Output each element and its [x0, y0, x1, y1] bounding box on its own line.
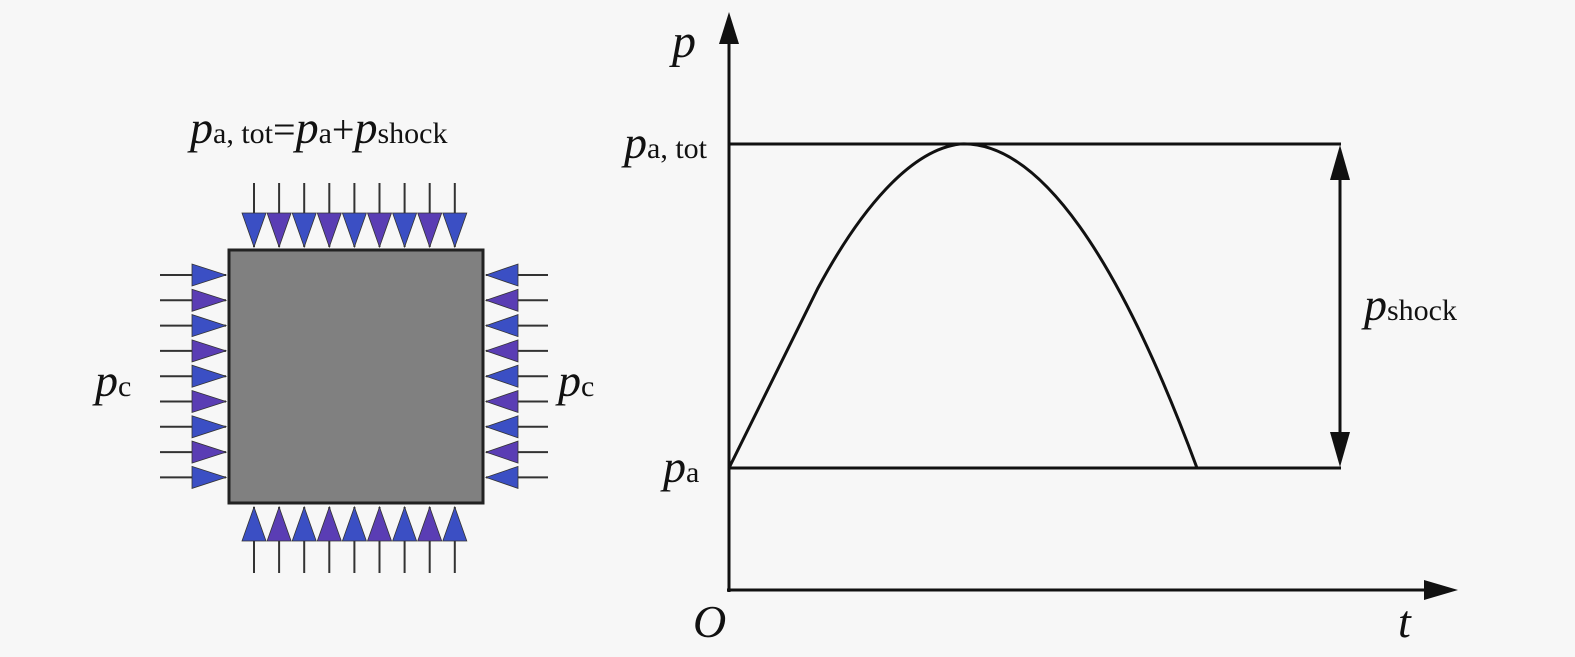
left-arrow-icon	[191, 364, 228, 388]
confining-pressure-label-left: pc	[92, 355, 131, 406]
shock-up-arrow-icon	[1330, 145, 1350, 180]
left-arrow-icon	[191, 415, 228, 439]
left-arrow-icon	[191, 389, 228, 414]
right-arrow-icon	[484, 415, 519, 439]
bottom-arrow-icon	[241, 505, 267, 542]
top-arrow-icon	[316, 212, 342, 249]
total-pressure-formula: pa, tot=pa+pshock	[187, 102, 447, 153]
confining-pressure-label-right: pc	[555, 355, 594, 406]
top-arrow-icon	[417, 212, 443, 249]
pressure-curve	[727, 142, 1199, 469]
right-arrow-icon	[484, 465, 519, 489]
y-axis-arrow-icon	[719, 12, 739, 44]
top-arrow-icon	[442, 212, 468, 249]
specimen-block	[227, 248, 485, 505]
bottom-arrow-icon	[341, 505, 367, 542]
right-arrow-icon	[484, 440, 519, 464]
top-arrow-icon	[241, 212, 267, 249]
right-arrow-icon	[484, 364, 519, 388]
left-arrow-icon	[191, 440, 228, 464]
level-high-label: pa, tot	[621, 117, 708, 168]
x-axis-arrow-icon	[1424, 580, 1458, 600]
left-arrow-icon	[191, 465, 228, 489]
bottom-arrow-icon	[266, 505, 292, 542]
bottom-arrow-icon	[392, 505, 418, 542]
level-low-label: pa	[660, 441, 699, 492]
shock-down-arrow-icon	[1330, 432, 1350, 467]
right-arrow-icon	[484, 288, 519, 312]
bottom-arrow-icon	[316, 505, 342, 542]
bottom-arrow-icon	[417, 505, 443, 542]
left-arrow-icon	[191, 263, 228, 287]
right-arrow-icon	[484, 314, 519, 338]
left-arrow-icon	[191, 288, 228, 312]
origin-label: O	[693, 596, 726, 647]
right-arrow-icon	[484, 263, 519, 287]
y-axis-label: p	[669, 15, 696, 68]
bottom-arrow-icon	[291, 505, 317, 542]
pressure-arrows	[160, 183, 548, 573]
bottom-arrow-icon	[366, 505, 393, 542]
top-arrow-icon	[341, 212, 367, 249]
axes	[727, 40, 1430, 592]
top-arrow-icon	[266, 212, 292, 249]
arrowheads	[719, 12, 1458, 600]
top-arrow-icon	[392, 212, 418, 249]
left-arrow-icon	[191, 339, 228, 363]
shock-pressure-label: pshock	[1361, 279, 1457, 330]
top-arrow-icon	[366, 212, 393, 249]
bottom-arrow-icon	[442, 505, 468, 542]
top-arrow-icon	[291, 212, 317, 249]
left-arrow-icon	[191, 314, 228, 338]
x-axis-label: t	[1398, 596, 1412, 647]
right-arrow-icon	[484, 389, 519, 414]
right-arrow-icon	[484, 339, 519, 363]
